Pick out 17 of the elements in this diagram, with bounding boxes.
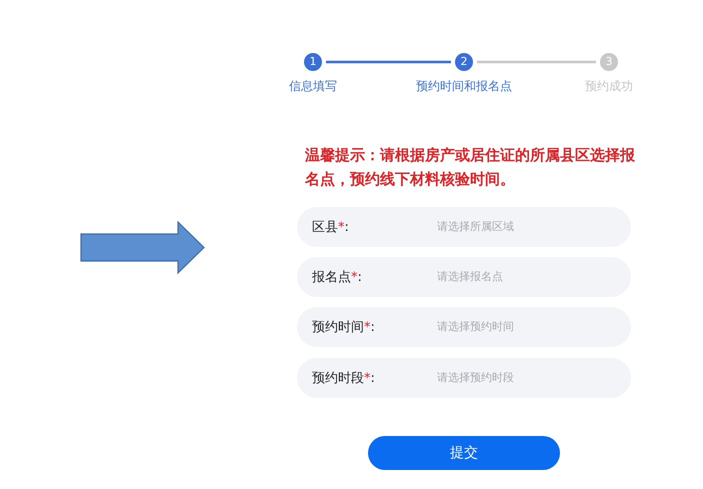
placeholder-text: 请选择所属区域	[437, 219, 514, 234]
notice-text: 温馨提示：请根据房产或居住证的所属县区选择报名点，预约线下材料核验时间。	[305, 145, 635, 190]
field-label: 区县*:	[312, 219, 349, 236]
field-label: 预约时段*:	[312, 370, 375, 387]
field-label: 报名点*:	[312, 269, 362, 286]
step-label: 信息填写	[288, 78, 338, 95]
placeholder-text: 请选择预约时段	[437, 370, 514, 385]
step-label: 预约时间和报名点	[415, 78, 513, 95]
placeholder-text: 请选择报名点	[437, 269, 503, 284]
field-label: 预约时间*:	[312, 319, 375, 336]
step-label: 预约成功	[584, 78, 634, 95]
step-circle: 1	[304, 53, 322, 71]
step-line	[477, 60, 596, 64]
step-circle: 2	[455, 53, 473, 71]
step-line	[326, 60, 451, 64]
submit-button: 提交	[368, 436, 560, 470]
placeholder-text: 请选择预约时间	[437, 319, 514, 334]
